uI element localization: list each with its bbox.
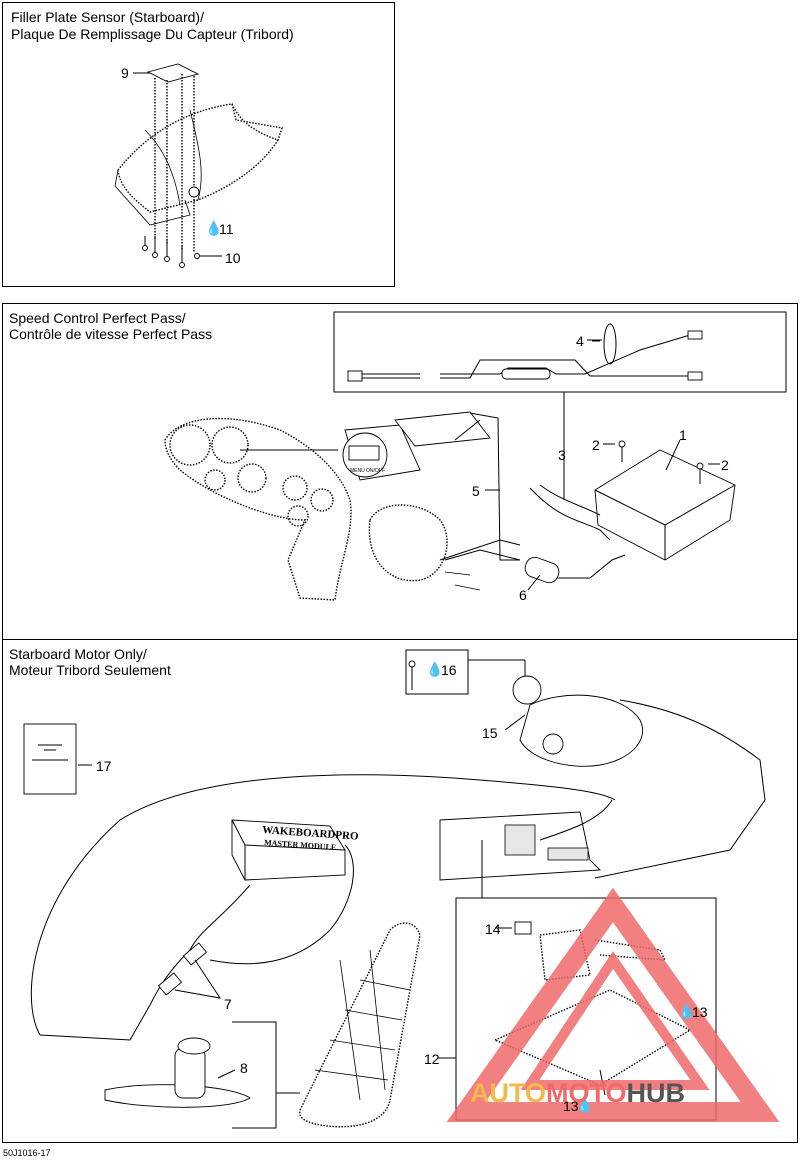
callout-2a: 2 [592,437,600,453]
callout-5: 5 [472,483,480,499]
gauge-onoff-label: ON/OFF [366,468,385,474]
callout-3: 3 [558,447,566,463]
callout-1: 1 [679,427,687,443]
drawing-code: 50J1016-17 [3,1148,51,1158]
oil-drop-icon: 💧 [205,220,223,236]
watermark-logo [446,887,780,1122]
gauge-menu-label: MENU [350,468,365,474]
panel-starboard-motor: Starboard Motor Only/ Moteur Tribord Seu… [2,639,798,1143]
speed-control-drawing: MENU ON/OFF [164,311,787,601]
panel-title-line1: Filler Plate Sensor (Starboard)/ [11,9,204,25]
panel-title-line2: Contrôle de vitesse Perfect Pass [9,326,213,342]
panel-title-line2: Moteur Tribord Seulement [9,662,171,678]
callout-15: 15 [482,725,498,741]
screw-icon [142,236,200,268]
panel-title-line1: Starboard Motor Only/ [9,646,147,662]
callout-13a: 13 [692,1004,708,1020]
callout-2b: 2 [721,457,729,473]
panel-title-line2: Plaque De Remplissage Du Capteur (Tribor… [11,26,294,42]
callout-12: 12 [424,1051,440,1067]
callout-17: 17 [96,758,112,774]
watermark-text: AUTOMOTOHUB [470,1078,685,1109]
panel-title-line1: Speed Control Perfect Pass/ [9,310,186,326]
callout-9: 9 [121,65,129,81]
starboard-motor-drawing: WAKEBOARDPRO MASTER MODULE [23,649,766,1129]
callout-13b: 13 [563,1098,579,1114]
callout-4: 4 [576,333,584,349]
callout-10: 10 [225,250,241,266]
oil-drop-icon: 💧 [576,1097,594,1113]
callout-6: 6 [519,587,527,603]
watermark-part1: AUTO [470,1078,547,1108]
oil-drop-icon: 💧 [678,1003,696,1019]
callout-16: 16 [441,662,457,678]
callout-7: 7 [224,996,232,1012]
panel-filler-plate-sensor: Filler Plate Sensor (Starboard)/ Plaque … [2,2,395,287]
callout-8: 8 [240,1060,248,1076]
watermark-part2: MOTO [546,1078,627,1108]
callout-11: 11 [219,221,234,237]
filler-plate-drawing [114,63,283,268]
watermark-part3: HUB [626,1078,686,1108]
oil-drop-icon: 💧 [426,661,444,677]
callout-14: 14 [485,921,501,937]
